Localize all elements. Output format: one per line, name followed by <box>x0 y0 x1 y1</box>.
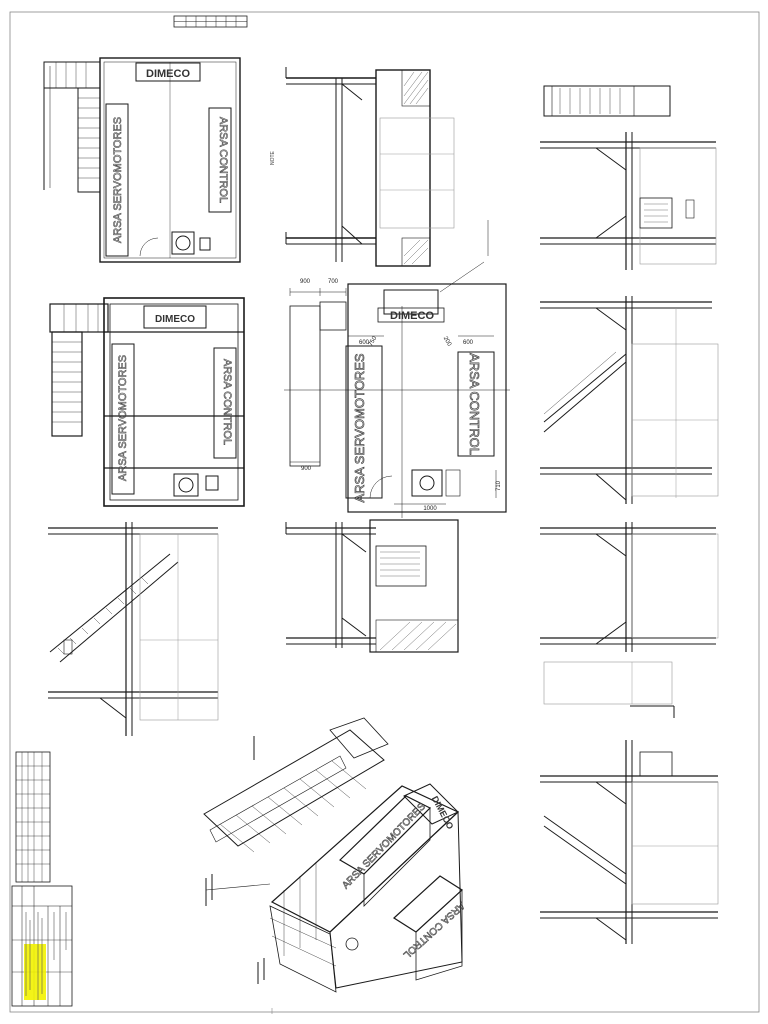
center-control: ARSA CONTROL <box>467 353 482 455</box>
center-servomotores: ARSA SERVOMOTORES <box>352 353 367 502</box>
dim-710: 710 <box>496 480 502 491</box>
dim-600-left: 600 <box>359 340 370 346</box>
plan1-servomotores: ARSA SERVOMOTORES <box>112 117 124 243</box>
revision-table <box>173 15 248 28</box>
plan2-servomotores: ARSA SERVOMOTORES <box>117 355 129 481</box>
plan2-control: ARSA CONTROL <box>221 359 233 445</box>
plan-view-top-left <box>43 57 241 263</box>
elevation-lower-right <box>540 522 719 705</box>
dim-1000: 1000 <box>423 506 437 512</box>
plan2-dimeco: DIMECO <box>155 314 195 325</box>
elevation-middle-right <box>540 296 719 504</box>
elevation1-note: NOTE <box>270 150 276 165</box>
dim-700: 700 <box>328 279 339 285</box>
dim-750: 750 <box>368 335 379 347</box>
plan1-control: ARSA CONTROL <box>217 117 229 203</box>
elevation-top-right <box>540 85 717 270</box>
title-block-highlight <box>24 944 46 1000</box>
iso-dimeco: DIMECO <box>430 794 456 830</box>
sheet-border <box>9 11 760 1013</box>
dim-900-bottom: 900 <box>301 466 312 472</box>
elevation-bottom-center <box>285 519 459 653</box>
elevation-bottom-right <box>540 705 719 944</box>
plan-view-middle-left <box>49 297 245 507</box>
title-block-text-lines <box>25 912 67 1000</box>
dimensioned-plan-center <box>284 261 510 518</box>
isometric-view <box>203 717 463 993</box>
title-block <box>11 751 73 1007</box>
plan1-dimeco: DIMECO <box>146 68 190 80</box>
elevation-top-center <box>285 67 489 267</box>
iso-control: ARSA CONTROL <box>401 900 467 961</box>
elevation-stair-bottom-left <box>48 522 219 736</box>
dim-900-top: 900 <box>300 279 311 285</box>
dim-200: 200 <box>442 336 453 348</box>
center-dimeco: DIMECO <box>390 310 434 322</box>
dim-600-right: 600 <box>463 340 474 346</box>
